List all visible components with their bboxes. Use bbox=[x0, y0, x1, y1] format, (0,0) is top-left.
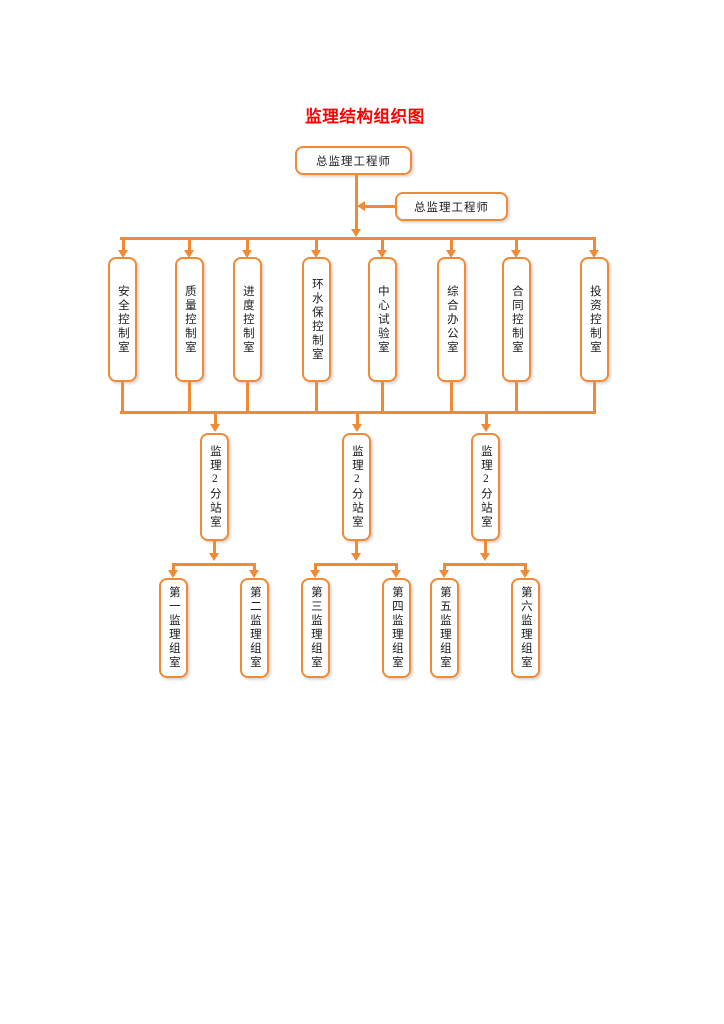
connector-bus-to-substation-2 bbox=[356, 414, 359, 428]
connector-up-investment bbox=[593, 382, 596, 414]
connector-drop-quality bbox=[188, 237, 191, 255]
node-label: 第一监理组室 bbox=[167, 586, 180, 670]
node-environment-water-control-office[interactable]: 环水保控制室 bbox=[302, 257, 331, 382]
branch-bar-substation-3 bbox=[443, 563, 527, 566]
node-investment-control-office[interactable]: 投资控制室 bbox=[580, 257, 609, 382]
branch-bar-substation-1 bbox=[172, 563, 256, 566]
connector-substation-1-stem bbox=[213, 541, 216, 557]
node-central-lab-office[interactable]: 中心试验室 bbox=[368, 257, 397, 382]
node-contract-control-office[interactable]: 合同控制室 bbox=[502, 257, 531, 382]
arrowhead-group-6 bbox=[520, 570, 530, 578]
node-supervision-group-4[interactable]: 第四监理组室 bbox=[382, 578, 411, 678]
node-label: 监理2分站室 bbox=[208, 444, 221, 530]
arrowhead-substation-1 bbox=[210, 424, 220, 432]
node-supervision-group-5[interactable]: 第五监理组室 bbox=[430, 578, 459, 678]
arrowhead-substation-3-stem bbox=[480, 553, 490, 561]
node-supervision-substation-1[interactable]: 监理2分站室 bbox=[200, 433, 229, 541]
node-supervision-group-2[interactable]: 第二监理组室 bbox=[240, 578, 269, 678]
connector-drop-investment bbox=[593, 237, 596, 255]
node-progress-control-office[interactable]: 进度控制室 bbox=[233, 257, 262, 382]
arrowhead-progress bbox=[242, 250, 252, 258]
connector-drop-progress bbox=[246, 237, 249, 255]
arrowhead-environment bbox=[311, 250, 321, 258]
arrowhead-central-lab bbox=[377, 250, 387, 258]
connector-up-general-admin bbox=[450, 382, 453, 414]
connector-substation-3-stem bbox=[484, 541, 487, 557]
connector-drop-contract bbox=[515, 237, 518, 255]
arrowhead-group-3 bbox=[310, 570, 320, 578]
node-label: 第五监理组室 bbox=[438, 586, 451, 670]
arrowhead-group-1 bbox=[168, 570, 178, 578]
arrowhead-group-4 bbox=[391, 570, 401, 578]
node-label: 中心试验室 bbox=[376, 284, 389, 355]
node-label: 第四监理组室 bbox=[390, 586, 403, 670]
arrowhead-substation-2-stem bbox=[351, 553, 361, 561]
connector-bus-to-substation-1 bbox=[214, 414, 217, 428]
node-supervision-substation-2[interactable]: 监理2分站室 bbox=[342, 433, 371, 541]
node-label: 第三监理组室 bbox=[309, 586, 322, 670]
bus-top-level2 bbox=[120, 237, 596, 240]
node-label: 总监理工程师 bbox=[316, 155, 391, 168]
arrowhead-substation-3 bbox=[481, 424, 491, 432]
node-supervision-substation-3[interactable]: 监理2分站室 bbox=[471, 433, 500, 541]
connector-group-3 bbox=[314, 563, 317, 574]
node-label: 总监理工程师 bbox=[414, 201, 489, 214]
arrowhead-group-5 bbox=[439, 570, 449, 578]
page-title-text: 监理结构组织图 bbox=[305, 108, 425, 126]
connector-drop-environment bbox=[315, 237, 318, 255]
arrowhead-group-2 bbox=[249, 570, 259, 578]
node-label: 第二监理组室 bbox=[248, 586, 261, 670]
connector-up-central-lab bbox=[381, 382, 384, 414]
node-label: 合同控制室 bbox=[510, 284, 523, 355]
connector-group-5 bbox=[443, 563, 446, 574]
node-label: 进度控制室 bbox=[241, 284, 254, 355]
node-label: 环水保控制室 bbox=[310, 277, 323, 362]
node-chief-engineer-secondary[interactable]: 总监理工程师 bbox=[395, 192, 508, 221]
connector-up-environment bbox=[315, 382, 318, 414]
node-supervision-group-1[interactable]: 第一监理组室 bbox=[159, 578, 188, 678]
node-label: 第六监理组室 bbox=[519, 586, 532, 670]
branch-bar-substation-2 bbox=[314, 563, 398, 566]
arrowhead-safety bbox=[118, 250, 128, 258]
connector-bus-to-substation-3 bbox=[485, 414, 488, 428]
connector-drop-central-lab bbox=[381, 237, 384, 255]
connector-group-1 bbox=[172, 563, 175, 574]
arrowhead-quality bbox=[184, 250, 194, 258]
node-label: 监理2分站室 bbox=[479, 444, 492, 530]
page-title: 监理结构组织图 bbox=[0, 103, 724, 127]
arrowhead-substation-1-stem bbox=[209, 553, 219, 561]
arrowhead-substation-2 bbox=[352, 424, 362, 432]
connector-up-safety bbox=[121, 382, 124, 414]
connector-chief-to-bus bbox=[355, 175, 358, 233]
arrowhead-general-admin bbox=[446, 250, 456, 258]
node-label: 质量控制室 bbox=[183, 284, 196, 355]
node-supervision-group-3[interactable]: 第三监理组室 bbox=[301, 578, 330, 678]
connector-group-6 bbox=[524, 563, 527, 574]
node-label: 综合办公室 bbox=[445, 284, 458, 355]
connector-up-contract bbox=[515, 382, 518, 414]
node-label: 监理2分站室 bbox=[350, 444, 363, 530]
node-quality-control-office[interactable]: 质量控制室 bbox=[175, 257, 204, 382]
arrowhead-chief-to-bus bbox=[351, 229, 361, 237]
node-general-administration-office[interactable]: 综合办公室 bbox=[437, 257, 466, 382]
connector-drop-safety bbox=[122, 237, 125, 255]
bus-bottom-level2 bbox=[120, 411, 596, 414]
node-chief-engineer-primary[interactable]: 总监理工程师 bbox=[295, 146, 412, 175]
connector-up-quality bbox=[188, 382, 191, 414]
node-supervision-group-6[interactable]: 第六监理组室 bbox=[511, 578, 540, 678]
connector-up-progress bbox=[246, 382, 249, 414]
node-label: 投资控制室 bbox=[588, 284, 601, 355]
connector-substation-2-stem bbox=[355, 541, 358, 557]
connector-drop-general-admin bbox=[450, 237, 453, 255]
connector-group-2 bbox=[253, 563, 256, 574]
connector-secondary-to-trunk bbox=[365, 205, 395, 208]
arrowhead-contract bbox=[511, 250, 521, 258]
node-safety-control-office[interactable]: 安全控制室 bbox=[108, 257, 137, 382]
connector-group-4 bbox=[395, 563, 398, 574]
arrowhead-secondary-to-trunk bbox=[357, 201, 365, 211]
node-label: 安全控制室 bbox=[116, 284, 129, 355]
arrowhead-investment bbox=[589, 250, 599, 258]
